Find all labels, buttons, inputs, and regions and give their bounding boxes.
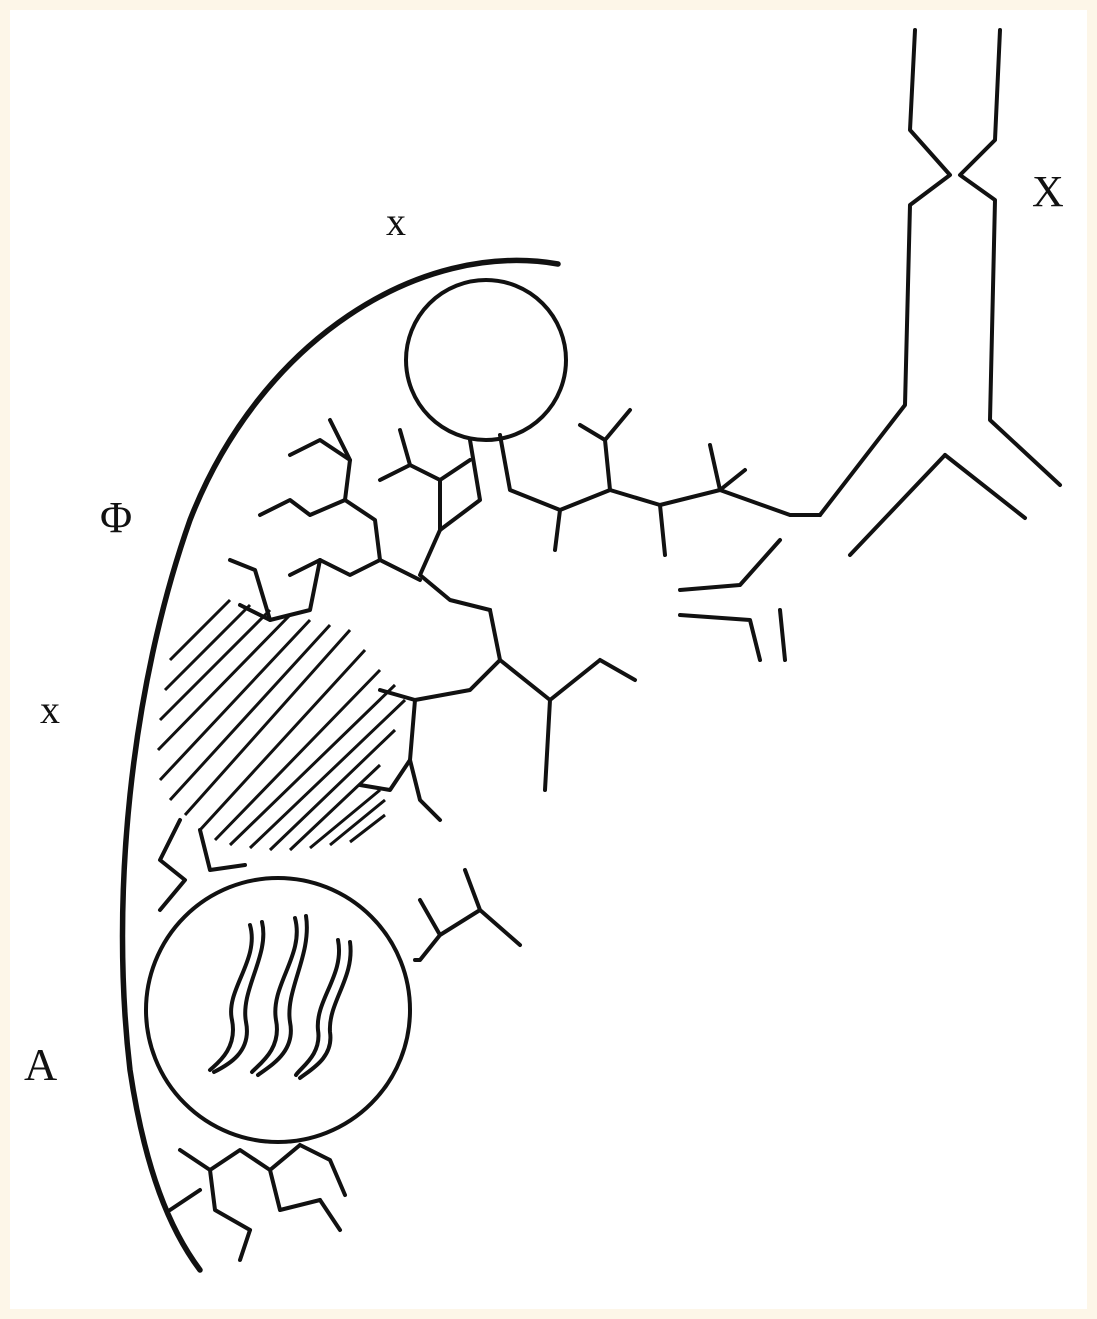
cell-membrane xyxy=(123,260,559,1270)
nucleus-circle xyxy=(146,878,410,1142)
branch-network xyxy=(160,410,820,1260)
label-top-x: x xyxy=(386,202,406,242)
label-mid-x: x xyxy=(40,690,60,730)
label-a: A xyxy=(24,1042,57,1088)
receptor-molecule xyxy=(820,30,1060,555)
top-vesicle xyxy=(406,280,566,440)
hatched-region xyxy=(158,600,405,850)
label-phi: Φ xyxy=(100,496,132,540)
label-right-x: X xyxy=(1032,170,1064,214)
chromosomes xyxy=(210,916,351,1078)
